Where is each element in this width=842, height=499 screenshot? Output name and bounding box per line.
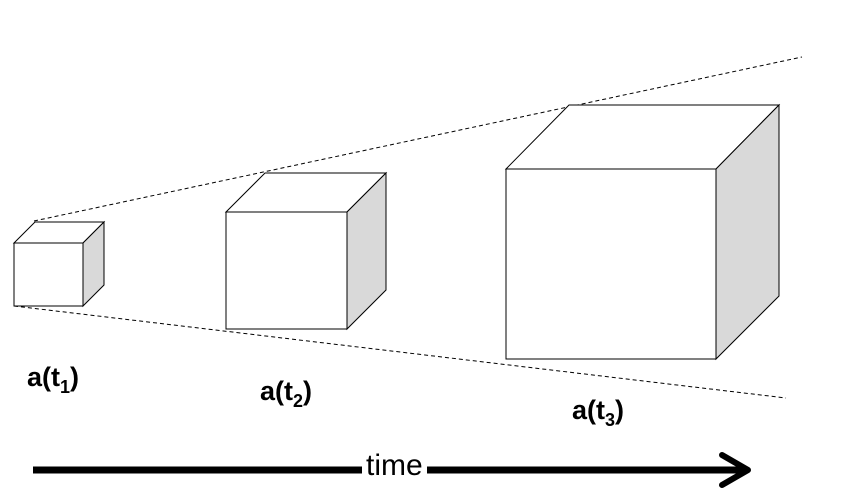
cube-medium-label-close: ) [303, 376, 313, 406]
cube-large [504, 103, 781, 361]
upper-guide-line [33, 56, 803, 222]
cube-large-label: a(t3) [572, 395, 625, 430]
time-arrow-head [719, 452, 751, 488]
cube-small-label-subscript: 1 [60, 377, 71, 397]
cube-medium-label-subscript: 2 [293, 391, 304, 411]
cube-medium [224, 171, 388, 331]
cube-medium-front-face [225, 211, 348, 330]
cube-small [12, 220, 106, 308]
cube-medium-label: a(t2) [260, 376, 313, 411]
cube-small-front-face [13, 242, 84, 307]
cube-large-label-subscript: 3 [605, 410, 616, 430]
cube-large-label-close: ) [615, 395, 625, 425]
cube-small-label-base: a(t [27, 362, 60, 392]
cube-medium-label-base: a(t [260, 376, 293, 406]
cube-large-front-face [505, 168, 717, 360]
cube-small-label-close: ) [70, 362, 80, 392]
lower-guide-line [13, 305, 787, 399]
cube-large-label-base: a(t [572, 395, 605, 425]
time-axis-label: time [362, 451, 427, 481]
cube-small-label: a(t1) [27, 362, 80, 397]
